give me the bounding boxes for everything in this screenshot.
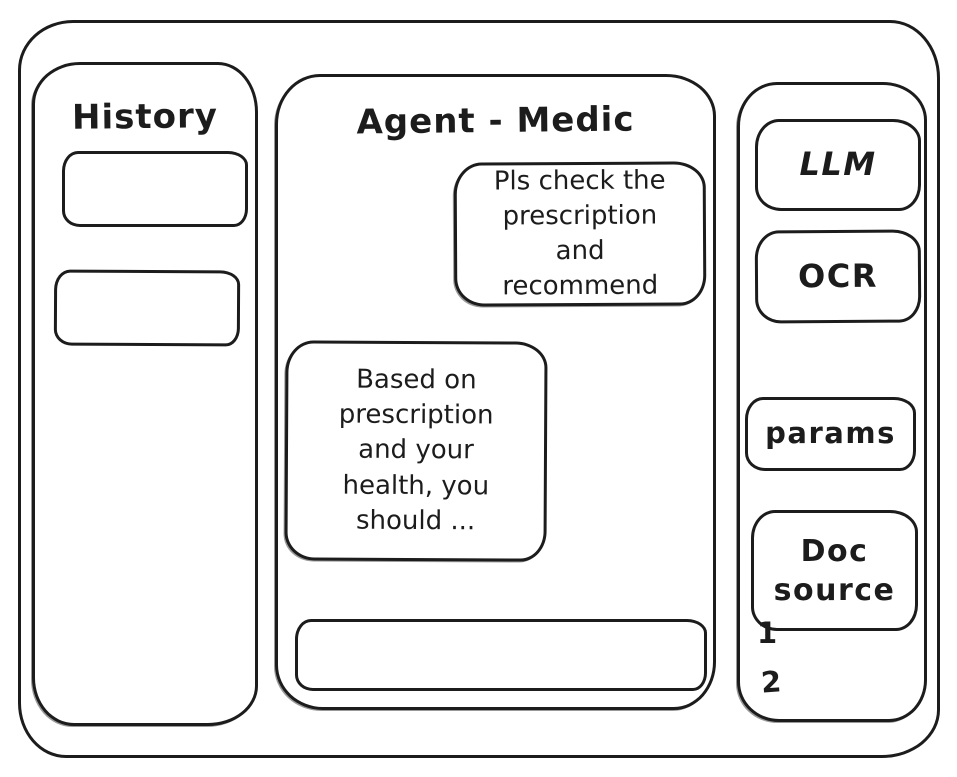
tools-panel: LLM OCR params Doc source 1 2 xyxy=(737,82,927,722)
doc-source-button[interactable]: Doc source xyxy=(751,510,918,631)
chat-panel: Agent - Medic Pls check the prescription… xyxy=(275,74,716,710)
ocr-button[interactable]: OCR xyxy=(754,229,922,324)
agent-message-text: Based on prescription and your health, y… xyxy=(338,364,494,536)
chat-title: Agent - Medic xyxy=(356,99,635,143)
doc-source-item: 2 xyxy=(759,664,783,700)
user-message-bubble: Pls check the prescription and recommend xyxy=(453,161,707,307)
agent-message-bubble: Based on prescription and your health, y… xyxy=(284,340,548,562)
user-message-text: Pls check the prescription and recommend xyxy=(493,165,666,302)
history-item[interactable] xyxy=(53,269,241,347)
params-button[interactable]: params xyxy=(745,397,916,471)
llm-button[interactable]: LLM xyxy=(755,119,921,211)
message-input[interactable] xyxy=(295,619,707,691)
history-title: History xyxy=(71,96,219,138)
history-item[interactable] xyxy=(62,151,248,227)
history-panel: History xyxy=(32,62,258,726)
doc-source-item: 1 xyxy=(757,616,778,650)
